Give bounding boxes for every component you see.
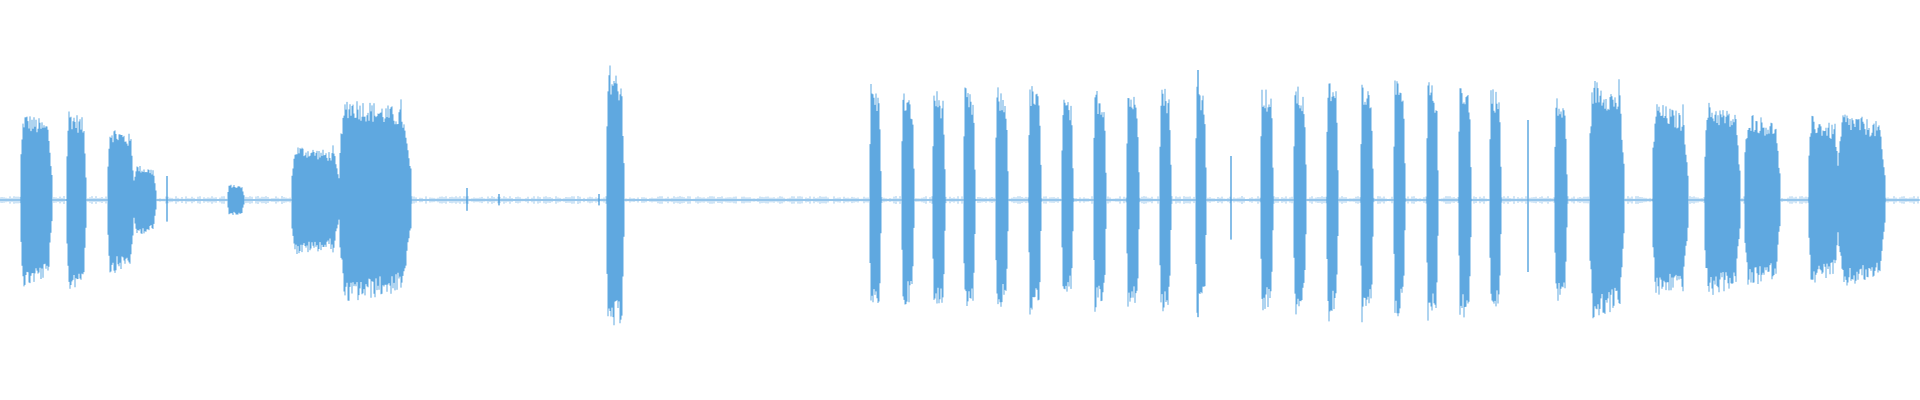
waveform-segment-1 (66, 111, 87, 289)
waveform-segment-24 (1426, 82, 1439, 321)
waveform-segment-11 (963, 87, 976, 306)
waveform-segment-4 (227, 184, 245, 215)
waveform-segment-10 (932, 91, 946, 304)
waveform-segment-28 (1589, 79, 1625, 319)
waveform-segment-25 (1458, 88, 1472, 318)
waveform-segment-12 (995, 87, 1009, 307)
waveform-segment-15 (1093, 91, 1107, 312)
waveform-segment-9 (901, 93, 915, 305)
waveform-segment-0 (20, 116, 53, 287)
waveform-segment-31 (1744, 115, 1781, 285)
waveform-segment-26 (1489, 89, 1502, 307)
waveform-segment-21 (1326, 83, 1339, 322)
waveform-segment-23 (1393, 80, 1406, 317)
waveform-segment-20 (1293, 86, 1307, 315)
waveform-segment-17 (1159, 88, 1172, 312)
waveform-segment-2 (107, 130, 135, 273)
waveform-segment-13 (1028, 86, 1042, 315)
waveform-segment-27 (1554, 98, 1568, 301)
waveform-segment-19 (1260, 89, 1274, 311)
waveform-marks (0, 65, 1919, 326)
waveform-segment-16 (1126, 96, 1140, 307)
waveform-segment-30 (1704, 102, 1741, 295)
waveform-segment-7 (606, 65, 625, 326)
waveform-segment-29 (1652, 104, 1689, 295)
waveform-segment-32 (1808, 115, 1840, 283)
waveform-segment-6 (339, 99, 412, 301)
waveform-segment-8 (869, 84, 882, 303)
waveform-segment-14 (1061, 99, 1074, 292)
waveform-segment-5 (291, 145, 341, 254)
waveform-segment-22 (1360, 84, 1374, 323)
waveform-segment-33 (1838, 114, 1886, 286)
waveform-segment-3 (133, 166, 157, 234)
